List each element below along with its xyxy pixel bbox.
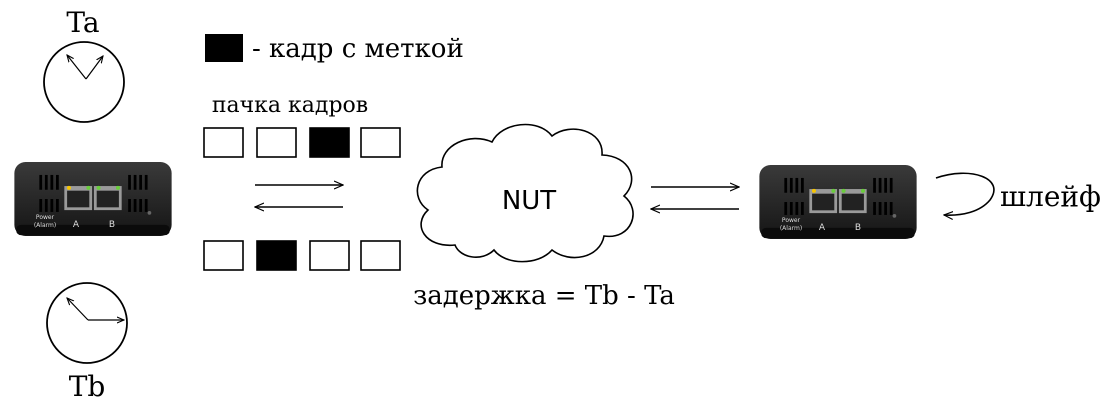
device-right-port-a-label: A bbox=[819, 223, 826, 233]
clock-b-face bbox=[46, 282, 128, 364]
clock-a-face bbox=[43, 41, 125, 123]
loopback-label: шлейф bbox=[1000, 180, 1101, 213]
clock-a-hand-2 bbox=[85, 56, 103, 80]
device-right-power-label: Power bbox=[782, 217, 801, 224]
device-right-alarm-label: (Alarm) bbox=[780, 225, 802, 232]
frames-top-row bbox=[203, 127, 401, 158]
legend-text: - кадр с меткой bbox=[252, 34, 464, 64]
bottom-row-frame-1 bbox=[203, 240, 244, 271]
device-left-alarm-label: (Alarm) bbox=[34, 222, 56, 229]
loopback-arrow bbox=[935, 172, 995, 215]
burst-label: пачка кадров bbox=[212, 93, 368, 118]
frames-bottom-row bbox=[203, 240, 401, 271]
clock-b: Tb bbox=[46, 282, 128, 403]
delay-formula: задержка = Tb - Ta bbox=[413, 281, 675, 311]
device-right: Power (Alarm) A B bbox=[759, 165, 917, 239]
clock-a-label: Ta bbox=[66, 6, 99, 39]
cloud-shape bbox=[416, 123, 634, 263]
top-row-frame-1 bbox=[203, 127, 244, 158]
top-row-frame-2 bbox=[256, 127, 297, 158]
legend-marked-frame bbox=[205, 34, 243, 62]
device-left-power-label: Power bbox=[36, 214, 55, 221]
top-row-frame-4 bbox=[360, 127, 401, 158]
legend: - кадр с меткой bbox=[205, 34, 464, 64]
bottom-row-frame-4 bbox=[360, 240, 401, 271]
device-left: Power (Alarm) A B bbox=[14, 162, 172, 236]
nut-cloud: NUT bbox=[416, 123, 634, 263]
clock-b-hand-1 bbox=[67, 298, 89, 321]
cloud-label: NUT bbox=[502, 186, 556, 216]
device-right-port-b-label: B bbox=[855, 223, 861, 233]
clock-a-hand-1 bbox=[67, 55, 87, 80]
clock-a: Ta bbox=[43, 6, 125, 123]
bottom-row-frame-2-marked bbox=[256, 240, 297, 271]
bottom-row-frame-3 bbox=[309, 240, 350, 271]
device-left-port-b-label: B bbox=[109, 220, 115, 230]
top-row-frame-3-marked bbox=[309, 127, 350, 158]
clock-b-label: Tb bbox=[69, 370, 106, 403]
device-left-port-a-label: A bbox=[73, 220, 80, 230]
